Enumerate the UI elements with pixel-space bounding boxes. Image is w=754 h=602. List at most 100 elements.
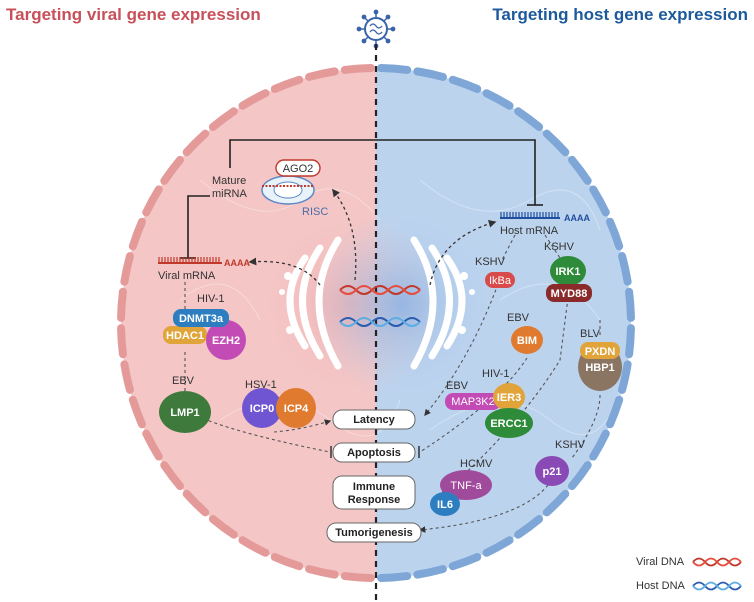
viral-dna-icon	[339, 285, 421, 295]
membrane-segment	[377, 64, 412, 74]
legend-viral-dna-icon	[692, 557, 742, 567]
membrane-segment	[270, 75, 304, 93]
host-mrna-polya: AAAA	[564, 213, 590, 223]
outcome-apoptosis	[332, 442, 416, 463]
host-mrna: AAAA Host mRNA	[500, 212, 590, 237]
membrane-segment	[142, 185, 163, 217]
virus-label-ebv-left: EBV	[172, 375, 195, 387]
membrane-segment	[589, 429, 610, 461]
node-il6	[430, 492, 460, 516]
membrane-segment	[377, 572, 412, 582]
node-icp0	[242, 388, 282, 428]
membrane-segment	[625, 324, 635, 359]
membrane-segment	[117, 287, 127, 322]
outcome-tumorigenesis	[326, 522, 422, 543]
node-hdac1	[163, 326, 207, 344]
node-p21	[535, 456, 569, 486]
node-ezh2-label: EZH2	[212, 335, 240, 347]
membrane-segment	[618, 360, 632, 394]
outcome-immune-label-2: Response	[348, 494, 401, 506]
node-lmp1	[159, 391, 211, 433]
node-hbp1-label: HBP1	[585, 362, 614, 374]
node-pxdn-label: PXDN	[585, 346, 616, 358]
node-irk1-label: IRK1	[555, 266, 580, 278]
membrane-segment	[238, 536, 270, 557]
outcome-apoptosis-label: Apoptosis	[347, 447, 401, 459]
virus-label-kshv-1: KSHV	[475, 256, 506, 268]
node-tnfa	[440, 470, 492, 500]
membrane-segment	[618, 252, 632, 286]
membrane-segment	[514, 515, 544, 539]
node-dnmt3a	[173, 309, 229, 327]
node-map3k2	[445, 393, 501, 410]
outcome-latency	[332, 409, 416, 430]
legend: Viral DNA Host DNA	[636, 556, 742, 592]
virus-label-hsv1: HSV-1	[245, 379, 277, 391]
membrane-segment	[117, 324, 127, 359]
node-icp4-label: ICP4	[284, 403, 309, 415]
node-myd88-label: MYD88	[551, 288, 588, 300]
risc-label: RISC	[302, 206, 328, 218]
viral-mrna-label: Viral mRNA	[158, 270, 216, 282]
membrane-segment	[182, 489, 210, 517]
outcome-latency-label: Latency	[353, 414, 395, 426]
membrane-segment	[128, 217, 146, 251]
viral-mrna-polya: AAAA	[224, 258, 250, 268]
virus-label-ebv-map: EBV	[446, 380, 469, 392]
virus-label-hcmv: HCMV	[460, 458, 493, 470]
membrane-segment	[542, 129, 570, 157]
virus-labels: HIV-1 EBV HSV-1 KSHV KSHV EBV HIV-1 EBV …	[172, 241, 601, 470]
node-map3k2-label: MAP3K2	[451, 396, 494, 408]
membrane-segment	[305, 565, 339, 579]
membrane-segment	[270, 553, 304, 571]
legend-host-label: Host DNA	[636, 580, 686, 592]
membrane-segment	[120, 360, 134, 394]
virus-label-hiv1-right: HIV-1	[482, 368, 510, 380]
node-myd88	[546, 284, 592, 302]
legend-viral-label: Viral DNA	[636, 556, 685, 568]
membrane-segment	[413, 67, 447, 81]
outcome-immune-response	[332, 475, 416, 510]
node-bim	[511, 326, 543, 354]
node-ier3	[493, 383, 525, 411]
membrane-segment	[305, 67, 339, 81]
node-ercc1-label: ERCC1	[490, 418, 527, 430]
membrane-segment	[606, 217, 624, 251]
outcome-tumorigenesis-label: Tumorigenesis	[335, 527, 412, 539]
membrane-segment	[448, 75, 482, 93]
node-ier3-label: IER3	[497, 392, 521, 404]
node-pxdn	[580, 342, 620, 359]
membrane-segment	[128, 395, 146, 429]
endoplasmic-reticulum-right	[410, 236, 466, 370]
cell-membrane	[117, 64, 635, 582]
membrane-segment	[448, 553, 482, 571]
virus-label-hiv1-left: HIV-1	[197, 293, 225, 305]
node-p21-label: p21	[543, 466, 562, 478]
node-bim-label: BIM	[517, 335, 537, 347]
node-dnmt3a-label: DNMT3a	[179, 313, 224, 325]
ago2-box	[275, 159, 321, 177]
node-il6-label: IL6	[437, 499, 453, 511]
membrane-segment	[542, 489, 570, 517]
outcome-boxes: Latency Apoptosis Immune Response Tumori…	[326, 409, 422, 543]
membrane-segment	[625, 287, 635, 322]
legend-host-dna-icon	[692, 581, 742, 591]
node-hdac1-label: HDAC1	[166, 330, 204, 342]
viral-mrna: AAAA Viral mRNA	[158, 257, 250, 282]
membrane-segment	[340, 64, 375, 74]
ago2-label: AGO2	[283, 163, 314, 175]
host-dna-icon	[339, 317, 421, 327]
membrane-segment	[589, 185, 610, 217]
membrane-segment	[238, 89, 270, 110]
membrane-segment	[482, 89, 514, 110]
membrane-segment	[514, 107, 544, 131]
right-title: Targeting host gene expression	[492, 5, 748, 24]
membrane-segment	[182, 129, 210, 157]
transport-arrows	[248, 188, 497, 286]
virus-icon	[356, 9, 396, 49]
membrane-segment	[120, 252, 134, 286]
node-tnfa-label: TNF-a	[450, 480, 482, 492]
virus-label-ebv-right: EBV	[507, 312, 530, 324]
endoplasmic-reticulum-left	[286, 236, 342, 370]
membrane-segment	[208, 515, 238, 539]
